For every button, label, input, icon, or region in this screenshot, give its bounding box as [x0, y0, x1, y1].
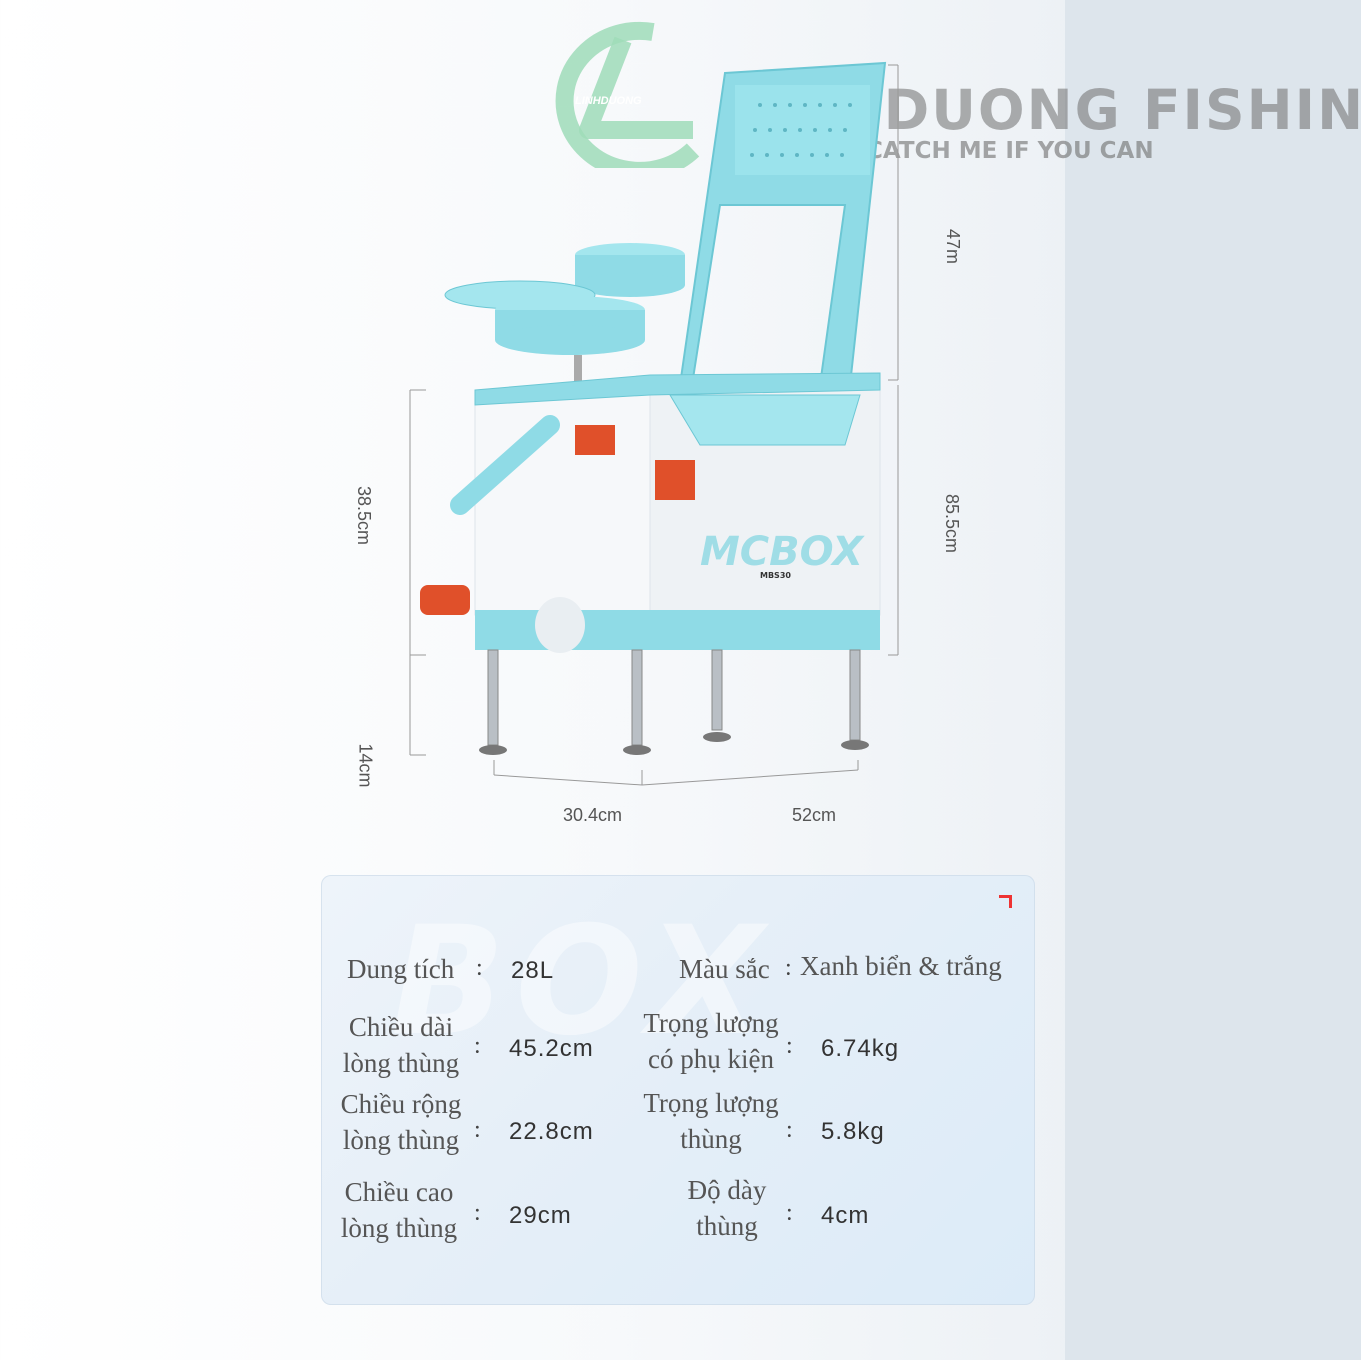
dim-box-height: 38.5cm: [354, 485, 375, 546]
dim-width: 52cm: [792, 805, 837, 825]
dim-total-height: 85.5cm: [942, 493, 963, 554]
dim-leg-height: 14cm: [355, 743, 376, 788]
colon: :: [476, 955, 483, 981]
inner-height-value: 29cm: [509, 1202, 572, 1229]
background-panel: [1065, 0, 1361, 1360]
colon: :: [786, 1033, 793, 1059]
model-label: MBS30: [760, 571, 791, 580]
colon: :: [474, 1200, 481, 1226]
mcbox-logo: MCBOX: [700, 529, 865, 575]
inner-length-value: 45.2cm: [509, 1035, 594, 1062]
colon: :: [474, 1033, 481, 1059]
corner-mark-icon: [999, 895, 1012, 908]
capacity-label: Dung tích: [347, 954, 455, 984]
thickness-label: Độ dày thùng: [687, 1175, 767, 1241]
spec-card: BOX Dung tích : 28L Màu sắc : Xanh biển …: [321, 875, 1035, 1305]
dim-depth: 30.4cm: [563, 805, 623, 825]
capacity-value: 28L: [511, 957, 555, 984]
thickness-value: 4cm: [821, 1202, 870, 1229]
inner-width-label: Chiều rộng lòng thùng: [340, 1089, 462, 1155]
inner-width-value: 22.8cm: [509, 1118, 594, 1145]
weight-accessories-label: Trọng lượng có phụ kiện: [643, 1008, 779, 1074]
color-label: Màu sắc: [679, 954, 770, 984]
bait-trays: [444, 243, 685, 470]
colon: :: [786, 1117, 793, 1143]
colon: :: [474, 1117, 481, 1143]
inner-length-label: Chiều dài lòng thùng: [342, 1012, 460, 1078]
box-weight-label: Trọng lượng thùng: [643, 1088, 779, 1154]
colon: :: [786, 1200, 793, 1226]
weight-accessories-value: 6.74kg: [821, 1035, 900, 1062]
brand-slogan: CATCH ME IF YOU CAN: [866, 138, 1154, 164]
color-value: Xanh biển & trắng: [800, 951, 1002, 981]
brand-logo-icon: [555, 21, 700, 168]
box-weight-value: 5.8kg: [821, 1118, 885, 1145]
colon: :: [785, 955, 792, 981]
seat-box-illustration: MCBOX MBS30: [409, 61, 899, 786]
card-watermark-logo: BOX: [391, 895, 774, 1069]
dim-backrest-height: 47m: [943, 228, 964, 265]
inner-height-label: Chiều cao lòng thùng: [340, 1177, 458, 1243]
logo-text: LINHDUONG: [575, 95, 642, 107]
